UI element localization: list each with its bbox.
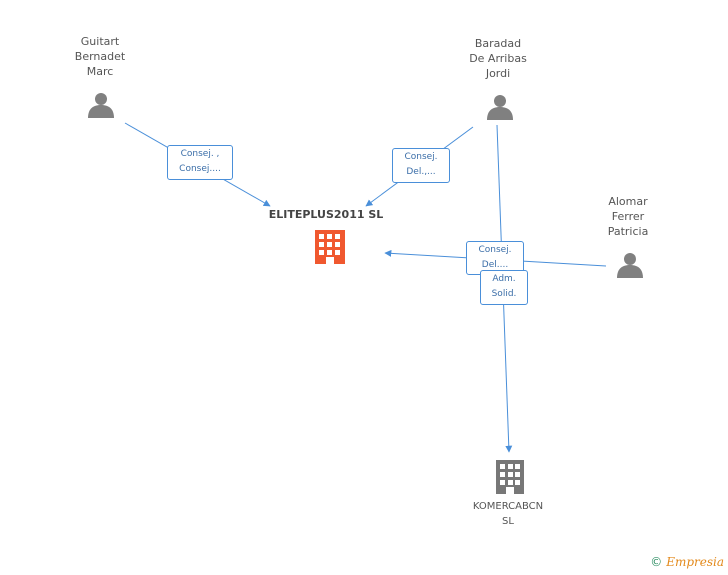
building-icon[interactable] [315, 230, 345, 264]
person-icon[interactable] [617, 253, 643, 278]
relation-label[interactable]: Adm. Solid. [480, 270, 528, 305]
person-icon[interactable] [487, 95, 513, 120]
relation-label[interactable]: Consej. Del.,... [392, 148, 450, 183]
building-icon[interactable] [496, 460, 524, 494]
company-name[interactable]: ELITEPLUS2011 SL [268, 208, 384, 221]
person-name[interactable]: Baradad De Arribas Jordi [469, 37, 527, 80]
person-icon[interactable] [88, 93, 114, 118]
person-name[interactable]: Alomar Ferrer Patricia [607, 195, 649, 238]
brand-logo: Empresia [666, 555, 724, 569]
subsidiary-name[interactable]: KOMERCABCN SL [472, 501, 544, 527]
brand-footer: ©Empresia [650, 555, 724, 569]
person-name[interactable]: Guitart Bernadet Marc [74, 35, 126, 78]
copyright-icon: © [650, 555, 663, 569]
relation-label[interactable]: Consej. , Consej.... [167, 145, 233, 180]
